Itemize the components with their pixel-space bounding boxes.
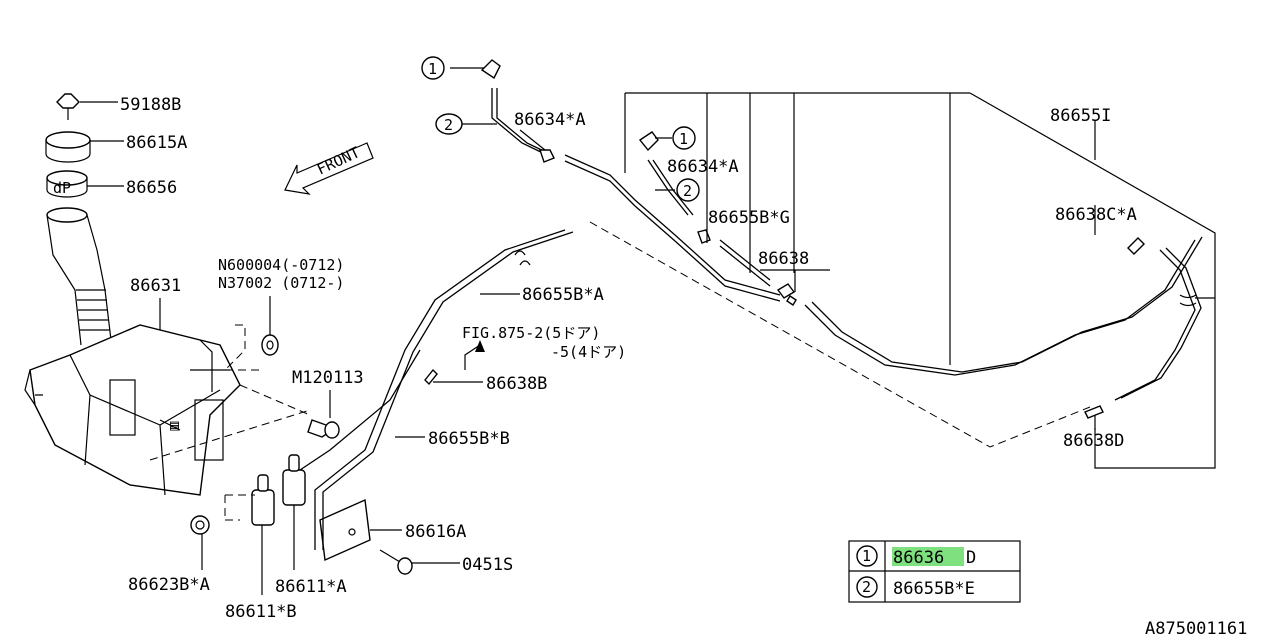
front-direction-arrow: FRONT [284,142,374,195]
connector-86638c[interactable] [1127,237,1145,255]
part-labels: 59188B 86615A 86656 86631 N600004(-0712)… [120,95,1137,622]
marker-1-top: 1 [421,56,445,80]
label-86638[interactable]: 86638 [758,249,809,269]
pump-a-part[interactable] [282,454,306,506]
label-86631[interactable]: 86631 [130,276,181,296]
label-86634a-mid[interactable]: 86634*A [667,157,739,177]
bolt-part[interactable] [307,419,340,439]
label-86616a[interactable]: 86616A [405,522,466,542]
legend-row-2-code[interactable]: 86655B*E [893,579,975,599]
label-86655bg[interactable]: 86655B*G [708,208,790,228]
label-86634a-top[interactable]: 86634*A [514,110,586,130]
rear-side-hoses [1084,237,1202,419]
label-59188b[interactable]: 59188B [120,95,181,115]
label-n37002[interactable]: N37002 (0712-) [218,274,344,292]
tank-body[interactable]: ▤ [24,324,241,496]
nozzle-top-left[interactable] [480,59,501,80]
circled-markers: 1 2 1 2 [421,56,700,202]
svg-text:2: 2 [444,116,453,134]
label-86615a[interactable]: 86615A [126,133,187,153]
pump-b-part[interactable] [251,474,275,526]
marker-2-top: 2 [435,113,463,135]
nozzle-middle[interactable] [638,131,659,152]
label-m120113[interactable]: M120113 [292,368,364,388]
marker-1-mid: 1 [672,126,696,150]
label-0451s[interactable]: 0451S [462,555,513,575]
label-n600004[interactable]: N600004(-0712) [218,256,344,274]
pump-grommet-part[interactable] [190,515,210,535]
svg-text:1: 1 [679,130,688,148]
svg-text:▤: ▤ [170,416,179,434]
washer-tank-assembly: dP ▤ [24,93,460,595]
legend-row-1-code[interactable]: 86636 [893,548,944,568]
svg-text:2: 2 [683,182,692,200]
rear-hoses [299,229,574,550]
drawing-id: A875001161 [1145,619,1247,639]
label-86638d[interactable]: 86638D [1063,431,1124,451]
svg-text:1: 1 [862,547,871,565]
label-86656[interactable]: 86656 [126,178,177,198]
screw-part[interactable] [379,549,413,575]
grommet-part[interactable] [261,334,279,356]
front-nozzles-hoses [450,59,1216,469]
svg-text:1: 1 [428,60,437,78]
svg-text:dP: dP [53,179,71,197]
filter-part[interactable]: dP [46,170,88,198]
connector-86638d[interactable] [1084,405,1104,419]
label-86623ba[interactable]: 86623B*A [128,575,210,595]
label-fig-5door[interactable]: FIG.875-2(5ドア) [462,324,600,342]
legend-row-1[interactable]: 1 86636 D [856,545,976,568]
label-fig-4door[interactable]: -5(4ドア) [551,343,626,361]
legend-row-2[interactable]: 2 86655B*E [856,576,975,599]
connector-86638[interactable] [776,283,797,306]
joint-86634a-1[interactable] [539,149,555,163]
filler-neck [46,207,112,346]
joint-86638b[interactable] [424,368,438,386]
label-86611b[interactable]: 86611*B [225,602,297,622]
legend-table: 1 86636 D 2 86655B*E [848,540,1021,603]
svg-text:2: 2 [862,578,871,596]
label-86638b[interactable]: 86638B [486,374,547,394]
cap-part[interactable] [56,93,80,120]
legend-highlight [892,547,964,566]
legend-row-1-suffix: D [966,548,976,568]
joint-86634a-2[interactable] [697,229,711,244]
label-86655ba[interactable]: 86655B*A [522,285,604,305]
label-86655bb[interactable]: 86655B*B [428,429,510,449]
label-86655i[interactable]: 86655I [1050,106,1111,126]
cap-ring-part[interactable] [45,131,91,163]
label-86611a[interactable]: 86611*A [275,577,347,597]
bracket-part[interactable] [319,498,371,562]
label-86638ca[interactable]: 86638C*A [1055,205,1137,225]
marker-2-mid: 2 [676,178,700,202]
